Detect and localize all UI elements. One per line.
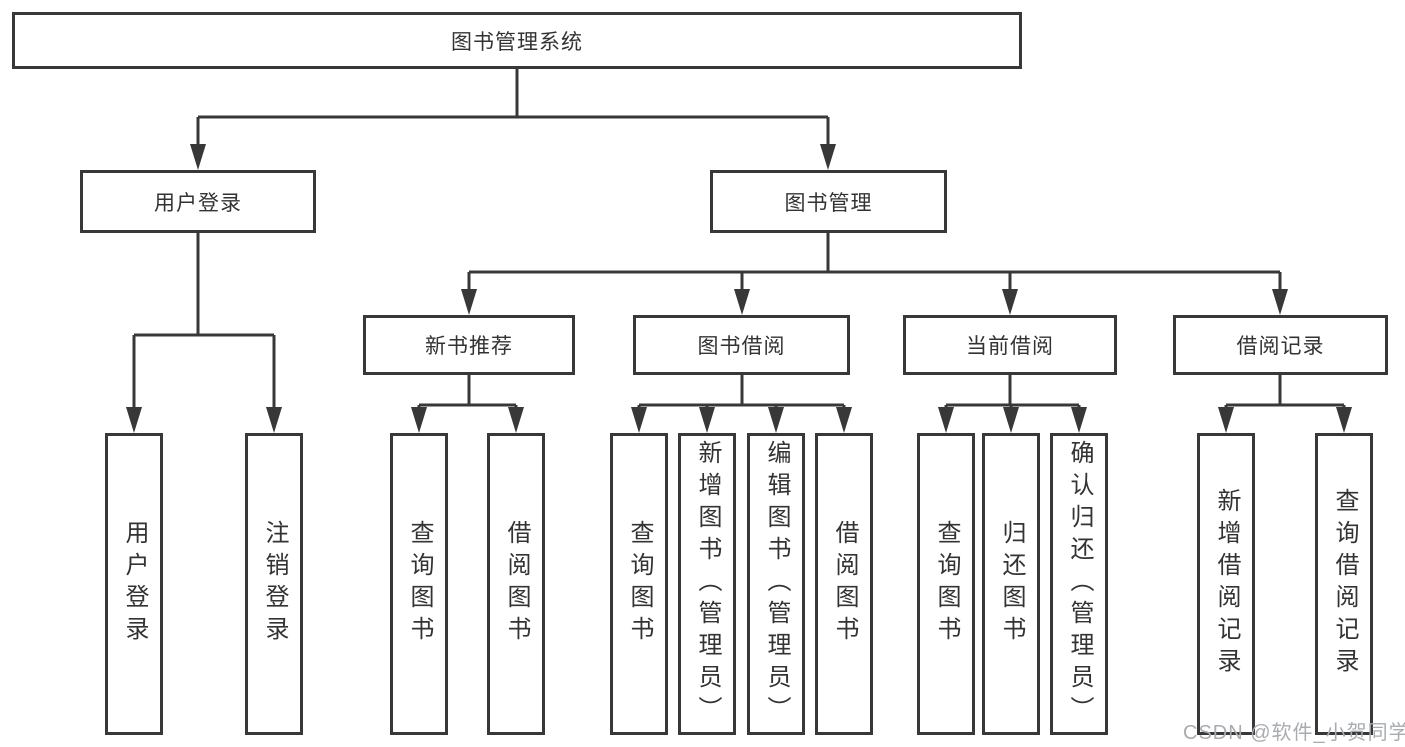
- node-user-login: 用户登录: [80, 170, 316, 233]
- node-label: 借阅记录: [1236, 335, 1325, 358]
- node-label: 查询借阅记录: [1331, 488, 1358, 680]
- node-label: 借阅图书: [503, 520, 530, 648]
- node-borrowing-records: 借阅记录: [1173, 315, 1388, 375]
- node-borrow-books-borrowing: 借阅图书: [815, 433, 873, 735]
- node-query-books-recommend: 查询图书: [390, 433, 448, 735]
- node-label: 编辑图书（管理员）: [763, 440, 790, 728]
- node-book-management-system: 图书管理系统: [12, 12, 1022, 69]
- node-label: 查询图书: [933, 520, 960, 648]
- node-label: 新增图书（管理员）: [694, 440, 721, 728]
- node-label: 图书管理系统: [451, 30, 583, 54]
- node-label: 借阅图书: [831, 520, 858, 648]
- node-label: 图书借阅: [697, 335, 786, 358]
- node-label: 新书推荐: [425, 335, 513, 358]
- node-book-management: 图书管理: [710, 170, 947, 233]
- watermark: CSDN @软件_小贺同学: [1183, 722, 1405, 744]
- node-label: 用户登录: [121, 520, 148, 648]
- node-label: 注销登录: [261, 520, 288, 648]
- node-query-books-current: 查询图书: [917, 433, 975, 735]
- node-new-book-recommend: 新书推荐: [363, 315, 575, 375]
- node-return-books: 归还图书: [982, 433, 1040, 735]
- node-label: 用户登录: [154, 191, 242, 215]
- node-book-borrowing: 图书借阅: [633, 315, 850, 375]
- node-query-books-borrowing: 查询图书: [610, 433, 668, 735]
- node-label: 当前借阅: [966, 335, 1054, 358]
- node-logout: 注销登录: [245, 433, 303, 735]
- node-add-books-admin: 新增图书（管理员）: [678, 433, 736, 735]
- node-add-borrow-record: 新增借阅记录: [1197, 433, 1255, 735]
- node-edit-books-admin: 编辑图书（管理员）: [747, 433, 805, 735]
- node-label: 查询图书: [406, 520, 433, 648]
- node-label: 新增借阅记录: [1213, 488, 1240, 680]
- node-query-borrow-record: 查询借阅记录: [1315, 433, 1373, 735]
- node-label: 确认归还（管理员）: [1066, 440, 1093, 728]
- node-label: 查询图书: [626, 520, 653, 648]
- node-current-borrowing: 当前借阅: [903, 315, 1117, 375]
- node-confirm-return-admin: 确认归还（管理员）: [1050, 433, 1108, 735]
- node-label: 图书管理: [784, 191, 873, 215]
- node-user-login-leaf: 用户登录: [105, 433, 163, 735]
- node-label: 归还图书: [998, 520, 1025, 648]
- node-borrow-books-recommend: 借阅图书: [487, 433, 545, 735]
